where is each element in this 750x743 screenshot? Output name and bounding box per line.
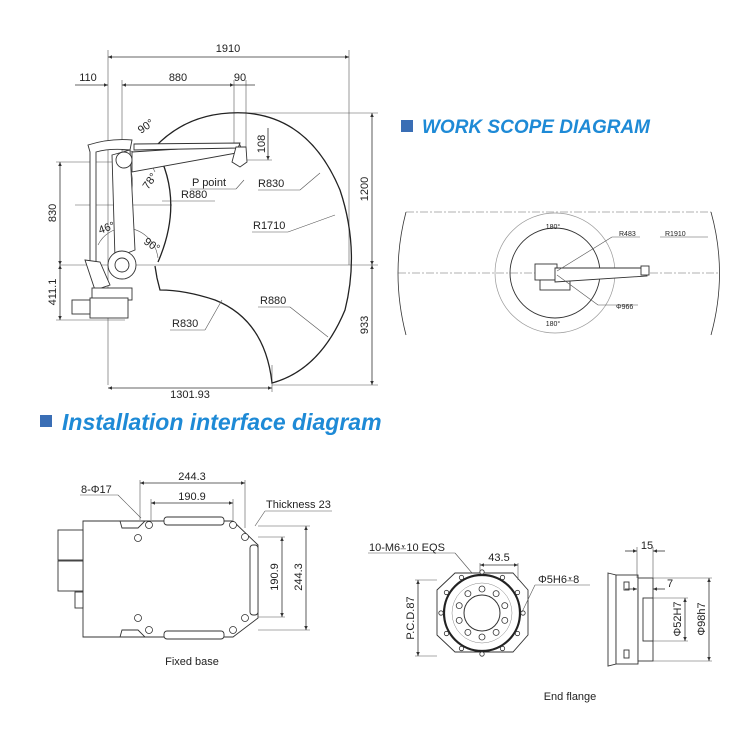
flange-pin-label: Φ5H6⩡8 — [538, 574, 579, 586]
r830-lower: R830 — [172, 318, 198, 330]
flange-outer-hole — [514, 589, 521, 596]
work-scope-heading: WORK SCOPE DIAGRAM — [422, 117, 651, 138]
flange-dim-7: 7 — [667, 578, 673, 590]
heading-marker-icon — [40, 415, 52, 427]
flange-outer-hole — [479, 651, 485, 657]
flange-bolt-hole — [478, 633, 486, 641]
angle-90-top: 90° — [136, 117, 157, 136]
flange-bolt-hole — [501, 617, 509, 624]
r880-lower: R880 — [260, 295, 286, 307]
base-dim-inner-v: 190.9 — [269, 563, 281, 591]
flange-outer-hole — [443, 630, 450, 637]
flange-bolt-hole — [478, 585, 486, 593]
base-holes-label: 8-Φ17 — [81, 484, 112, 496]
r830-upper: R830 — [258, 178, 284, 190]
top-angle-top: 180° — [546, 223, 561, 231]
base-thickness: Thickness 23 — [266, 499, 331, 511]
flange-bolt-hole — [455, 602, 463, 609]
flange-phi98: Φ98h7 — [696, 602, 708, 635]
dim-90: 90 — [234, 72, 246, 84]
dim-1200: 1200 — [359, 177, 371, 201]
flange-pcd: P.C.D.87 — [405, 596, 417, 639]
top-angle-bottom: 180° — [546, 320, 561, 328]
flange-outer-hole — [499, 574, 506, 581]
top-r1910: R1910 — [665, 231, 686, 238]
angle-90-bottom: 90° — [141, 236, 162, 255]
end-flange-front-drawing — [368, 552, 590, 657]
flange-bolt-hole — [492, 590, 500, 597]
side-view-work-envelope — [56, 50, 378, 392]
dim-overall-width: 1910 — [216, 43, 240, 55]
flange-bolt-hole — [464, 590, 472, 597]
flange-outer-hole — [479, 569, 485, 575]
flange-bolt-hole — [501, 602, 509, 609]
dim-880: 880 — [169, 72, 187, 84]
dim-1301: 1301.93 — [170, 389, 210, 401]
installation-heading: Installation interface diagram — [62, 409, 382, 435]
flange-outer-hole — [443, 589, 450, 596]
base-dim-inner-h: 190.9 — [178, 491, 206, 503]
base-dim-outer-h: 244.3 — [178, 471, 206, 483]
p-point-label: P point — [192, 177, 226, 189]
angle-46: 46° — [97, 220, 117, 237]
fixed-base-drawing — [57, 480, 332, 640]
dim-830: 830 — [47, 204, 59, 222]
flange-dim-43-5: 43.5 — [488, 552, 509, 564]
angle-78: 78° — [141, 171, 160, 192]
flange-bolt-hole — [464, 629, 472, 636]
flange-outer-hole — [438, 610, 444, 616]
flange-bolt-hole — [455, 617, 463, 624]
flange-outer-hole — [520, 610, 526, 616]
end-flange-caption: End flange — [544, 691, 597, 703]
top-phi966: Φ966 — [616, 304, 633, 311]
dim-411: 411.1 — [47, 279, 59, 306]
flange-outer-hole — [458, 645, 465, 652]
flange-threads-label: 10-M6⩡10 EQS — [369, 542, 445, 554]
flange-outer-hole — [458, 574, 465, 581]
base-dim-outer-v: 244.3 — [293, 563, 305, 591]
flange-dim-15: 15 — [641, 540, 653, 552]
flange-phi52: Φ52H7 — [672, 601, 684, 636]
flange-outer-hole — [499, 645, 506, 652]
dim-110: 110 — [79, 72, 97, 84]
r880-upper: R880 — [181, 189, 207, 201]
heading-marker-icon — [401, 120, 413, 132]
dim-933: 933 — [359, 316, 371, 334]
top-r483: R483 — [619, 231, 636, 238]
r1710: R1710 — [253, 220, 285, 232]
fixed-base-caption: Fixed base — [165, 656, 219, 668]
end-flange-side-drawing — [607, 547, 712, 667]
top-view-work-envelope — [397, 211, 720, 336]
flange-outer-hole — [514, 630, 521, 637]
dim-108: 108 — [256, 135, 268, 153]
flange-bolt-hole — [492, 629, 500, 636]
robot-side-view — [71, 139, 248, 319]
